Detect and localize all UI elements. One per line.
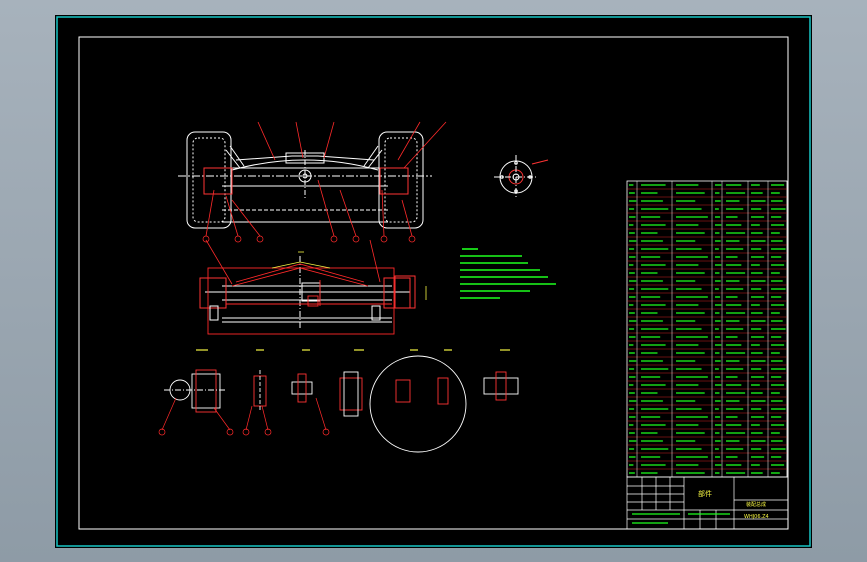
detail-views — [164, 355, 519, 453]
title-block-fill — [632, 513, 730, 524]
drawing-title-label: 装配总成 — [746, 502, 767, 508]
left-wheel — [186, 131, 232, 229]
front-view-leaders — [205, 239, 381, 285]
flange-detail — [494, 155, 549, 199]
right-wheel — [378, 131, 424, 229]
front-view-red — [207, 263, 395, 335]
inner-frame — [78, 36, 789, 530]
technical-notes — [460, 248, 556, 299]
parts-list-table — [626, 180, 788, 478]
title-block — [626, 476, 789, 530]
front-view-yellow — [271, 251, 427, 300]
top-view-axle — [178, 131, 432, 229]
top-view-leaders — [205, 121, 447, 237]
part-name-label: 部件 — [698, 490, 712, 498]
outer-border — [56, 16, 811, 547]
top-view-balloons — [202, 235, 416, 243]
front-view-axle — [199, 256, 416, 330]
detail-leaders — [158, 397, 330, 436]
drawing-number-label: WHJ06.Z4 — [744, 514, 769, 520]
